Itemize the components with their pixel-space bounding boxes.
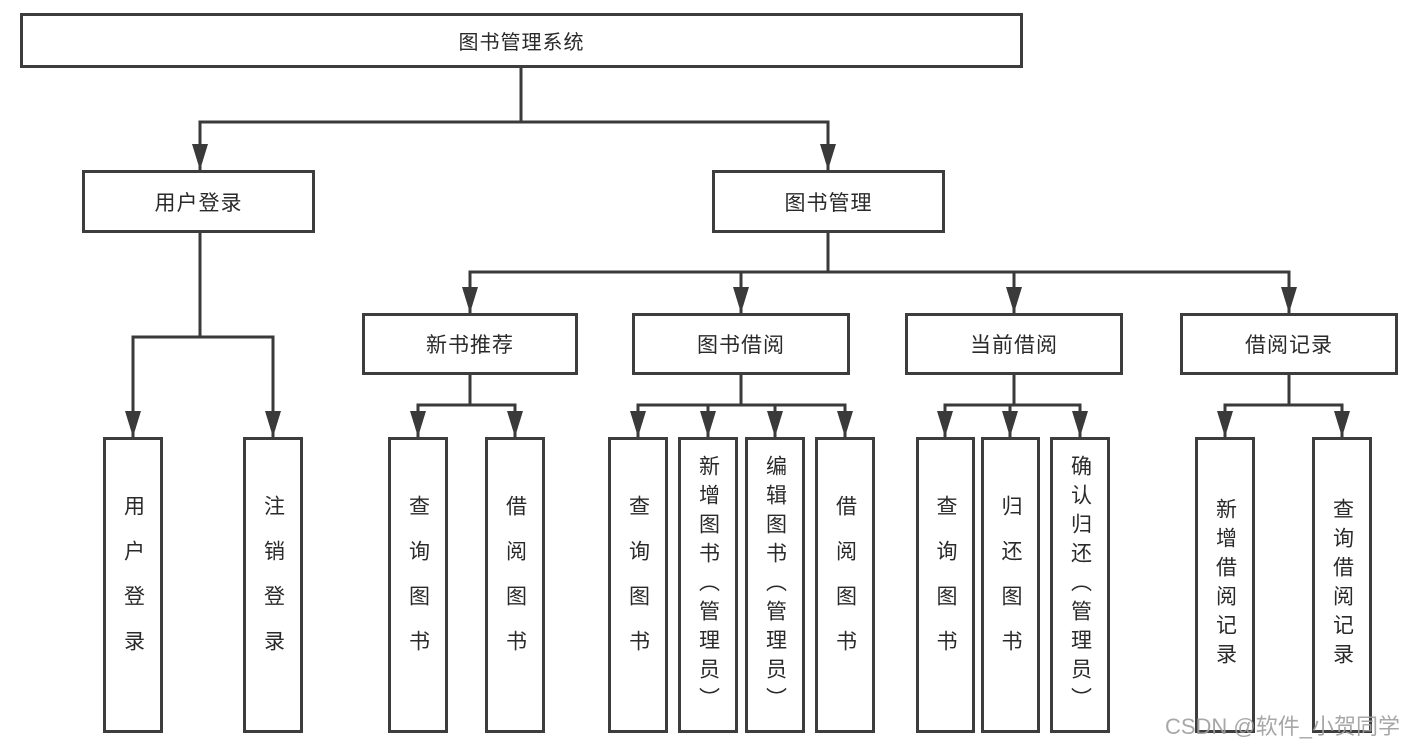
- node-label: 确认归还（管理员）: [1068, 454, 1092, 716]
- node-label: 用户登录: [121, 495, 145, 675]
- node-book-management: 图书管理: [712, 170, 945, 233]
- node-borrowing-records: 借阅记录: [1180, 313, 1398, 375]
- node-label: 查询图书: [406, 495, 430, 675]
- csdn-watermark: CSDN @软件_小贺同学: [1164, 714, 1400, 739]
- node-label: 借阅图书: [833, 495, 857, 675]
- node-label: 借阅记录: [1245, 334, 1333, 357]
- node-leaf-query-books-3: 查询图书: [916, 437, 975, 733]
- node-label: 新增图书（管理员）: [696, 454, 720, 716]
- node-label: 新书推荐: [426, 334, 514, 357]
- node-leaf-logout: 注销登录: [243, 437, 303, 733]
- node-leaf-user-login: 用户登录: [103, 437, 163, 733]
- node-label: 注销登录: [261, 495, 285, 675]
- node-leaf-add-borrow-record: 新增借阅记录: [1195, 437, 1255, 733]
- node-user-login: 用户登录: [82, 170, 315, 233]
- node-new-book-recommendation: 新书推荐: [362, 313, 578, 375]
- node-leaf-borrow-books-2: 借阅图书: [815, 437, 875, 733]
- node-library-management-system: 图书管理系统: [20, 13, 1023, 68]
- node-label: 新增借阅记录: [1213, 498, 1237, 672]
- node-label: 用户登录: [154, 191, 243, 215]
- node-label: 归还图书: [999, 495, 1022, 675]
- node-leaf-add-books-admin: 新增图书（管理员）: [678, 437, 738, 733]
- node-label: 查询图书: [626, 495, 650, 675]
- node-label: 当前借阅: [970, 334, 1058, 357]
- node-label: 图书借阅: [697, 334, 785, 357]
- node-leaf-query-books-1: 查询图书: [388, 437, 448, 733]
- node-label: 查询图书: [934, 495, 957, 675]
- node-leaf-query-borrow-record: 查询借阅记录: [1312, 437, 1372, 733]
- node-current-borrowing: 当前借阅: [905, 313, 1123, 375]
- node-label: 编辑图书（管理员）: [763, 454, 787, 716]
- node-leaf-edit-books-admin: 编辑图书（管理员）: [745, 437, 805, 733]
- node-leaf-confirm-return-admin: 确认归还（管理员）: [1050, 437, 1110, 733]
- node-label: 查询借阅记录: [1330, 498, 1354, 672]
- node-leaf-borrow-books-1: 借阅图书: [485, 437, 545, 733]
- node-leaf-return-books: 归还图书: [981, 437, 1040, 733]
- node-leaf-query-books-2: 查询图书: [608, 437, 668, 733]
- node-book-borrowing: 图书借阅: [632, 313, 850, 375]
- node-label: 图书管理系统: [458, 32, 585, 54]
- node-label: 图书管理: [784, 191, 873, 215]
- node-label: 借阅图书: [503, 495, 527, 675]
